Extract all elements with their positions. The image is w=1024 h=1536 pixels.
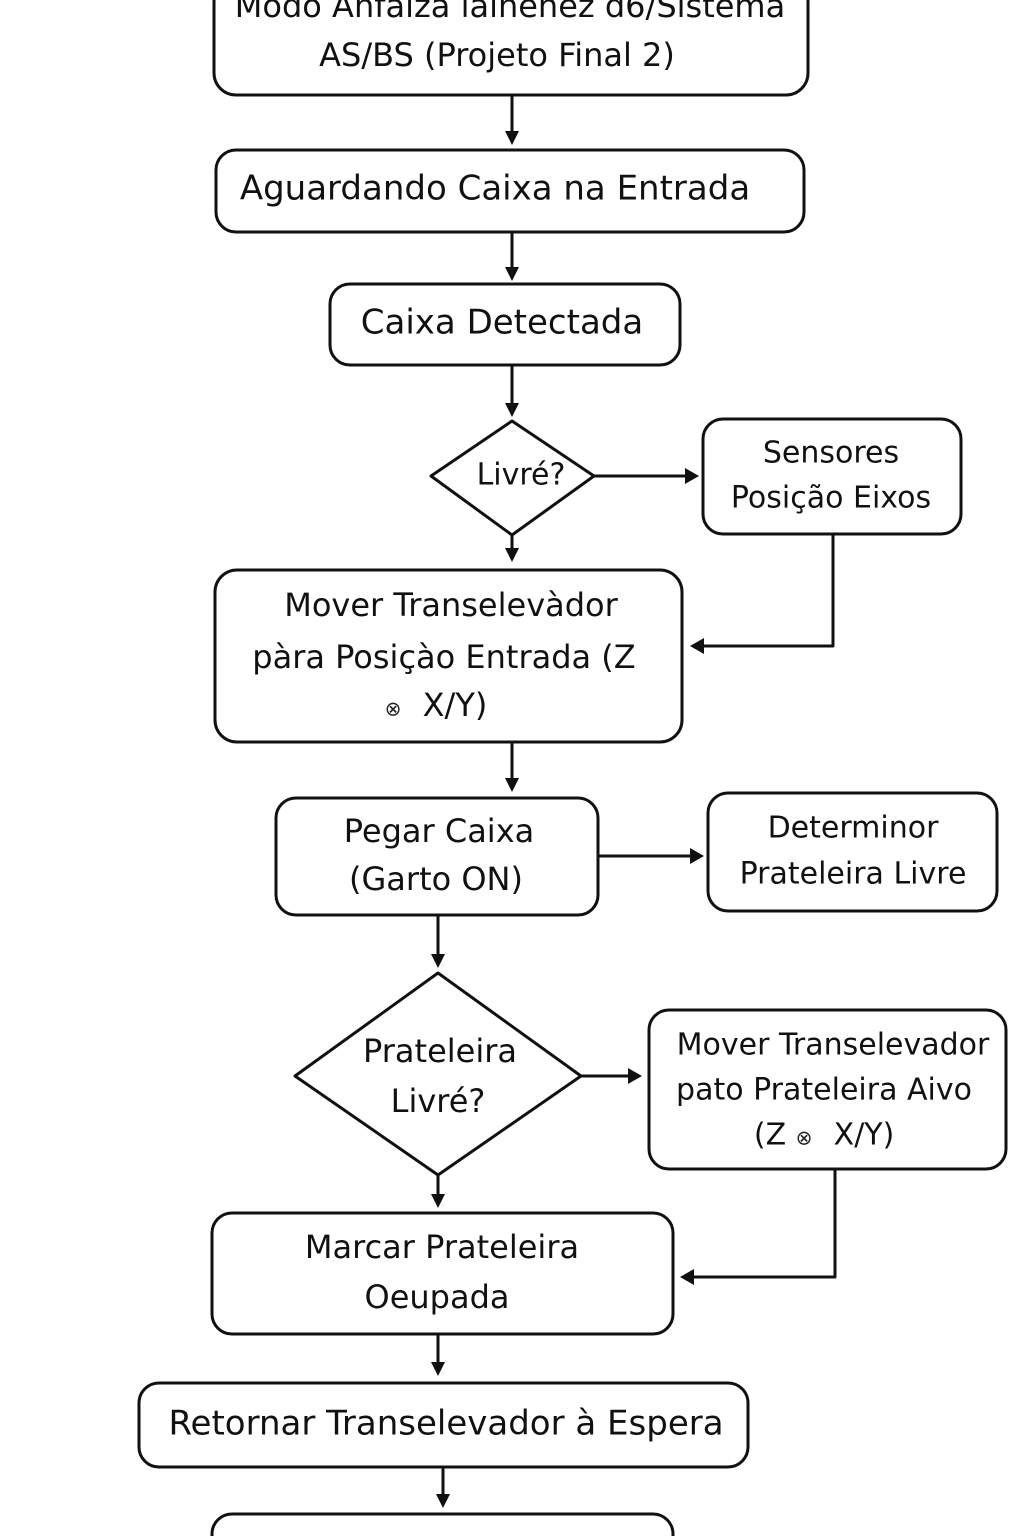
- next-node-partial: [210, 1512, 675, 1536]
- detected-box: [328, 282, 682, 367]
- mark-node: Marcar Prateleira Oeupada: [210, 1211, 675, 1336]
- title-line-2: AS/BS (Projeto Final 2): [319, 36, 675, 74]
- sensors-box: [701, 417, 963, 536]
- pick-line-1: Pegar Caixa: [344, 812, 534, 850]
- mark-box: [210, 1211, 675, 1336]
- title-node: Modo Anfaiza lainenez d6/Sistema AS/BS (…: [212, 0, 810, 97]
- free-check-label: Livré?: [477, 458, 566, 493]
- arrowhead: [680, 1269, 694, 1285]
- small-symbol-icon-2: ⊗: [796, 1126, 813, 1150]
- wait-node: Aguardando Caixa na Entrada: [214, 148, 806, 234]
- mark-line-2: Oeupada: [365, 1278, 510, 1316]
- shelf-check-line-2: Livré?: [391, 1082, 486, 1120]
- arrowhead: [628, 1068, 642, 1084]
- move-shelf-node: Mover Transelevador pato Prateleira Aivo…: [647, 1008, 1008, 1171]
- determine-node: Determinor Prateleira Livre: [706, 791, 999, 913]
- title-box: [212, 0, 810, 97]
- determine-line-2: Prateleira Livre: [740, 857, 967, 892]
- move-shelf-line-3-left: (Z: [754, 1118, 786, 1153]
- arrowhead: [685, 468, 699, 484]
- free-check-node: Livré?: [429, 419, 596, 537]
- determine-line-1: Determinor: [768, 811, 940, 846]
- shelf-check-node: Prateleira Livré?: [293, 971, 583, 1177]
- edge-move-shelf-to-mark: [694, 1169, 837, 1279]
- move-shelf-line-1: Mover Transelevador: [677, 1028, 990, 1063]
- shelf-check-diamond: [293, 971, 583, 1177]
- arrowhead: [505, 131, 519, 145]
- move-entry-line-2: pàra Posiçào Entrada (Z: [252, 638, 635, 676]
- sensors-line-1: Sensores: [763, 436, 899, 471]
- pick-line-2: (Garto ON): [349, 860, 523, 898]
- move-shelf-line-3-right: X/Y): [834, 1118, 895, 1153]
- small-symbol-icon: ⊗: [385, 697, 402, 721]
- return-node: Retornar Transelevador à Espera: [137, 1381, 750, 1469]
- title-line-1: Modo Anfaiza lainenez d6/Sistema: [235, 0, 785, 25]
- arrowhead: [431, 954, 445, 968]
- sensors-node: Sensores Posição Eixos: [701, 417, 963, 536]
- pick-box: [274, 796, 600, 917]
- wait-box: [214, 148, 806, 234]
- arrowhead: [505, 267, 519, 281]
- move-entry-node: Mover Transelevàdor pàra Posiçào Entrada…: [213, 568, 684, 744]
- edge-sensors-to-move-entry: [704, 534, 835, 648]
- move-entry-line-3: X/Y): [423, 686, 488, 724]
- next-box: [210, 1512, 675, 1536]
- arrowhead: [431, 1194, 445, 1208]
- arrowhead: [436, 1494, 450, 1508]
- free-check-diamond: [429, 419, 596, 537]
- arrowhead: [505, 778, 519, 792]
- shelf-check-line-1: Prateleira: [363, 1032, 517, 1070]
- arrowhead: [431, 1362, 445, 1376]
- move-shelf-line-2: pato Prateleira Aivo: [676, 1073, 972, 1108]
- arrowhead: [690, 638, 704, 654]
- return-box: [137, 1381, 750, 1469]
- connectors: [431, 95, 837, 1508]
- return-label: Retornar Transelevador à Espera: [168, 1404, 723, 1444]
- wait-label: Aguardando Caixa na Entrada: [240, 169, 750, 209]
- arrowhead: [505, 403, 519, 417]
- arrowhead: [505, 548, 519, 562]
- arrowhead: [690, 848, 704, 864]
- move-entry-line-1: Mover Transelevàdor: [284, 586, 618, 624]
- detected-label: Caixa Detectada: [361, 303, 643, 343]
- pick-node: Pegar Caixa (Garto ON): [274, 796, 600, 917]
- move-shelf-box: [647, 1008, 1008, 1171]
- sensors-line-2: Posição Eixos: [731, 481, 931, 516]
- mark-line-1: Marcar Prateleira: [305, 1228, 579, 1266]
- detected-node: Caixa Detectada: [328, 282, 682, 367]
- determine-box: [706, 791, 999, 913]
- move-entry-box: [213, 568, 684, 744]
